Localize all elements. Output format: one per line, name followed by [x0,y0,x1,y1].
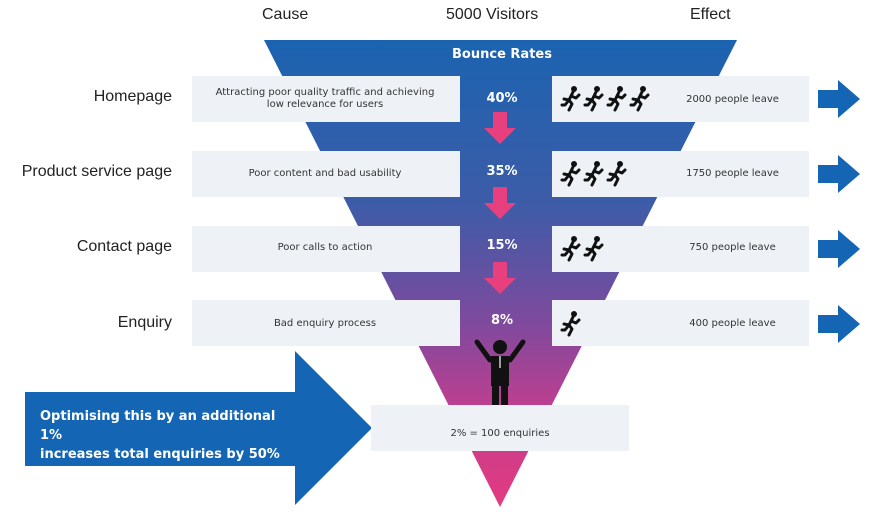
down-arrow-icon [484,112,516,144]
effect-text: 750 people leave [689,242,776,253]
cause-band [192,300,460,346]
effect-band [552,151,809,197]
bounce-rate: 15% [486,238,518,253]
funnel-title: Bounce Rates [452,47,552,62]
cause-band [192,226,460,272]
effect-text: 1750 people leave [686,168,779,179]
running-person-icon [606,84,627,112]
callout-arrow [25,351,372,505]
cause-header: Cause [262,6,309,23]
stage-label-contact: Contact page [76,238,172,255]
effect-text: 400 people leave [689,318,776,329]
cause-band [192,76,460,122]
running-person-icon [560,309,581,337]
cause-band [192,151,460,197]
stage-label-enquiry: Enquiry [117,314,172,331]
running-person-icon [583,159,604,187]
result-band [371,405,629,451]
right-arrow-icon [818,305,860,343]
down-arrow-icon [484,262,516,294]
callout-line-2: increases total enquiries by 50% [40,447,280,462]
cause-text: Poor calls to action [277,242,373,253]
callout-line-1: Optimising this by an additional 1% [40,409,276,443]
bounce-rate: 35% [486,164,518,179]
celebrating-person-icon [474,339,526,414]
right-arrow-icon [818,155,860,193]
effect-header: Effect [690,6,731,23]
effect-band [552,300,809,346]
running-person-icon [583,234,604,262]
cause-text: Poor content and bad usability [248,168,402,179]
right-arrow-icon [818,80,860,118]
effect-text: 2000 people leave [686,94,779,105]
stage-label-product: Product service page [21,163,172,180]
right-arrow-icon [818,230,860,268]
bounce-rate: 8% [490,313,514,328]
running-person-icon [606,159,627,187]
effect-band [552,76,809,122]
running-person-icon [583,84,604,112]
bounce-rate: 40% [486,91,518,106]
stage-label-homepage: Homepage [93,88,172,105]
callout-text: Optimising this by an additional 1% incr… [40,407,300,464]
result-text: 2% = 100 enquiries [450,428,550,439]
effect-band [552,226,809,272]
cause-text: Attracting poor quality traffic and achi… [215,87,435,110]
cause-text: Bad enquiry process [273,318,377,329]
down-arrow-icon [484,187,516,219]
running-person-icon [560,84,581,112]
running-person-icon [560,159,581,187]
running-person-icon [629,84,650,112]
running-person-icon [560,234,581,262]
visitors-header: 5000 Visitors [446,6,539,23]
